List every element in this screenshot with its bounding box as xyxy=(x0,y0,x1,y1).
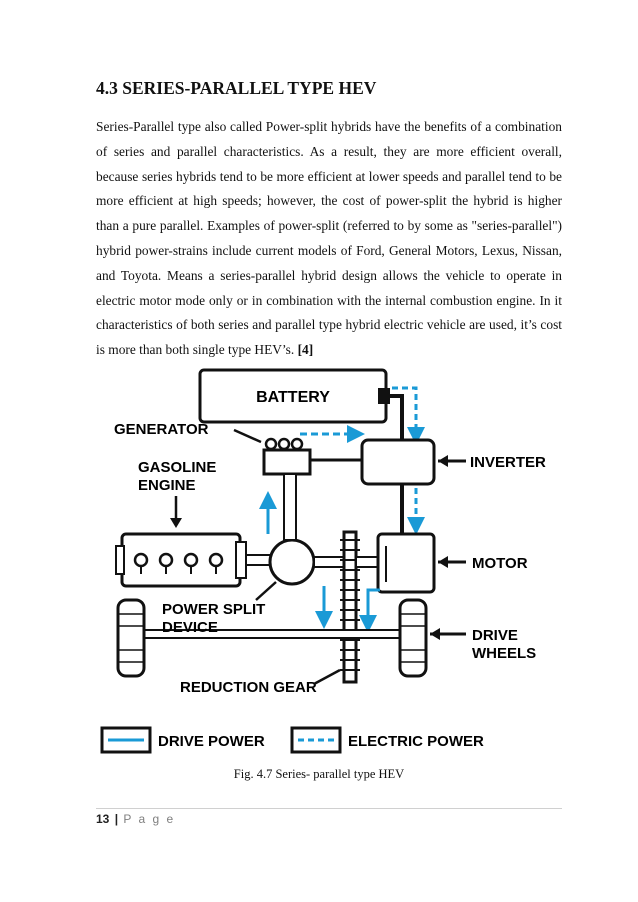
device-label: DEVICE xyxy=(162,619,218,636)
battery-electric-arrow xyxy=(392,386,425,445)
reduction-gear-pointer xyxy=(313,668,341,686)
battery-label: BATTERY xyxy=(256,389,330,406)
motor-label: MOTOR xyxy=(472,555,528,572)
generator-label: GENERATOR xyxy=(114,421,209,438)
left-wheel xyxy=(116,598,146,678)
right-wheel xyxy=(398,598,428,678)
engine-label: ENGINE xyxy=(138,477,196,494)
battery-inverter-cable xyxy=(390,394,404,450)
figure-caption: Fig. 4.7 Series- parallel type HEV xyxy=(233,767,405,781)
drive-label: DRIVE xyxy=(472,627,518,644)
section-heading: 4.3 SERIES-PARALLEL TYPE HEV xyxy=(96,78,377,98)
power-split-pointer xyxy=(255,581,277,601)
page-footer: 13 | P a g e xyxy=(96,812,175,826)
power-split-device xyxy=(268,538,316,586)
hybrid-powertrain-diagram: BATTERY GENERATOR INVERTER GASOLINE ENGI… xyxy=(100,368,546,754)
inverter-label: INVERTER xyxy=(470,454,546,471)
body-paragraph: Series-Parallel type also called Power-s… xyxy=(96,115,562,363)
inverter-unit xyxy=(360,438,436,486)
gasoline-label: GASOLINE xyxy=(138,459,216,476)
wheels-label: WHEELS xyxy=(472,645,536,662)
page-number: 13 xyxy=(96,812,110,826)
reduction-gear xyxy=(340,530,360,684)
legend-electric-power: ELECTRIC POWER xyxy=(290,726,484,754)
page-word: P a g e xyxy=(123,812,176,826)
reduction-gear-label: REDUCTION GEAR xyxy=(180,679,317,696)
generator-pointer xyxy=(233,428,262,444)
footer-divider xyxy=(96,808,562,809)
gasoline-engine xyxy=(115,532,247,588)
citation-reference: [4] xyxy=(297,342,314,358)
paragraph-text: Series-Parallel type also called Power-s… xyxy=(96,119,562,358)
battery-box: BATTERY xyxy=(198,368,390,424)
power-split-label: POWER SPLIT xyxy=(162,601,265,618)
legend-drive-power-label: DRIVE POWER xyxy=(158,733,265,750)
footer-separator: | xyxy=(114,812,119,826)
legend-drive-power: DRIVE POWER xyxy=(100,726,265,754)
generator-unit xyxy=(262,437,312,476)
legend-electric-power-label: ELECTRIC POWER xyxy=(348,733,484,750)
motor-unit xyxy=(376,532,436,594)
drive-down-arrow-right xyxy=(359,588,380,633)
